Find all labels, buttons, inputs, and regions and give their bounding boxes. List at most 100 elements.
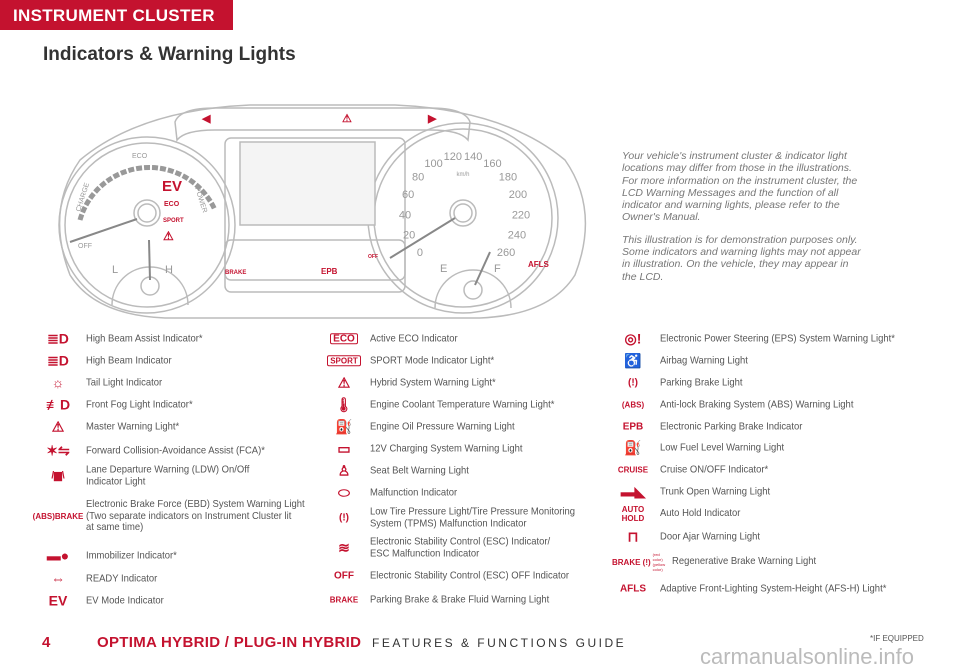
sport-indicator: SPORT — [163, 218, 184, 224]
icon-glyph: ▬◣ — [620, 483, 646, 500]
if-equipped-note: *IF EQUIPPED — [870, 634, 924, 643]
legend-item: ⚠Master Warning Light* — [36, 420, 190, 434]
legend-item: ▬◣ Trunk Open Warning Light — [612, 483, 782, 500]
speed-tick-label: 20 — [403, 229, 415, 241]
legend-label: Lane Departure Warning (LDW) On/Off Indi… — [86, 463, 250, 487]
speed-unit: km/h — [456, 172, 469, 178]
icon-glyph: ♿ — [624, 352, 642, 369]
legend-item: SPORT SPORT Mode Indicator Light* — [326, 355, 508, 367]
legend-item: ▬●Immobilizer Indicator* — [36, 549, 187, 563]
icon-color-note: (red color) — [652, 552, 663, 562]
tpms-icon: (!) — [326, 513, 362, 523]
icon-glyph: ☼ — [51, 374, 65, 391]
legend-item: ≋Electronic Stability Control (ESC) Indi… — [326, 536, 570, 560]
legend-item: ⚠ Hybrid System Warning Light* — [326, 376, 510, 390]
ebd-icon: (ABS)BRAKE — [33, 512, 84, 521]
speed-tick-label: 180 — [499, 171, 517, 183]
legend-item: ⊓ Door Ajar Warning Light — [612, 530, 771, 544]
eco-label: ECO — [132, 153, 148, 160]
legend-item: ⛽Engine Oil Pressure Warning Light — [326, 420, 531, 434]
legend-label: Front Fog Light Indicator* — [86, 398, 193, 411]
engine-icon: ⬭ — [326, 486, 362, 500]
icon-glyph: SPORT — [327, 355, 361, 367]
icon-glyph: EV — [48, 592, 68, 609]
afls-icon: AFLS — [612, 583, 654, 595]
esc-icon: ≋ — [326, 541, 362, 555]
icon-glyph: ✶⇋ — [46, 442, 70, 459]
fuel-empty-label: E — [440, 263, 447, 275]
auto-hold-icon: AUTO HOLD — [612, 505, 654, 523]
legend-item: ◎! Electronic Power Steering (EPS) System… — [612, 330, 921, 347]
icon-glyph: ECO — [330, 333, 358, 345]
instrument-cluster-illustration: ECO CHARGE POWER OFF L H km/h E F 020406… — [58, 104, 587, 319]
legend-label: Electronic Power Steering (EPS) System W… — [660, 332, 895, 345]
icon-glyph: ≢D — [45, 396, 71, 413]
legend-label: Parking Brake Light — [660, 376, 743, 389]
legend-item: (!) Low Tire Pressure Light/Tire Pressure… — [326, 505, 598, 530]
hybrid-warning-icon: ⚠ — [326, 376, 362, 390]
brake-indicator: BRAKE — [225, 270, 246, 276]
icon-glyph: EPB — [622, 421, 644, 433]
legend-item: ⬭ Malfunction Indicator — [326, 486, 467, 500]
legend-label: Electronic Parking Brake Indicator — [660, 420, 803, 433]
guide-title: FEATURES & FUNCTIONS GUIDE — [372, 636, 627, 650]
speed-tick-label: 200 — [509, 189, 527, 201]
section-tab: INSTRUMENT CLUSTER — [0, 0, 233, 30]
high-beam-icon: ≣D — [36, 352, 80, 369]
icon-glyph: ▭ — [337, 440, 351, 457]
high-beam-assist-icon: ≣D — [36, 332, 80, 346]
legend-label: Engine Oil Pressure Warning Light — [370, 420, 515, 433]
speed-tick-label: 60 — [402, 189, 414, 201]
power-label: POWER — [193, 186, 208, 213]
legend-item: ⛽Low Fuel Level Warning Light — [612, 441, 798, 455]
coolant-temp-icon: 🌡 — [326, 398, 362, 412]
legend-item: ≢D Front Fog Light Indicator* — [36, 396, 204, 413]
icon-glyph: BRAKE (!) — [612, 557, 651, 567]
icon-glyph: ≣D — [47, 352, 69, 369]
legend-label: Malfunction Indicator — [370, 486, 458, 499]
hybrid-warning-icon: ⚠ — [163, 229, 174, 243]
legend-label: Low Tire Pressure Light/Tire Pressure Mo… — [370, 505, 576, 529]
tail-light-icon: ☼ — [36, 374, 80, 391]
turn-right-icon: ▶ — [427, 113, 437, 125]
ldw-icon: /▆\ — [36, 471, 80, 481]
legend-item: EPB Electronic Parking Brake Indicator — [612, 421, 818, 433]
icon-glyph: (ABS)BRAKE — [32, 511, 84, 521]
legend-label: Trunk Open Warning Light — [660, 485, 771, 498]
legend-label: Engine Coolant Temperature Warning Light… — [370, 398, 555, 411]
seat-belt-icon: ♙ — [326, 462, 362, 479]
speed-tick-label: 120 — [444, 151, 462, 163]
icon-glyph: ♙ — [337, 462, 351, 479]
off-label: OFF — [78, 243, 92, 250]
note-1: Your vehicle's instrument cluster & indi… — [622, 150, 858, 224]
icon-glyph: (!) — [628, 377, 638, 389]
speed-tick-label: 80 — [412, 171, 424, 183]
icon-glyph: ◎! — [624, 330, 642, 347]
legend-item: AUTO HOLD Auto Hold Indicator — [612, 505, 749, 523]
legend-item: (!) Parking Brake Light — [612, 377, 752, 389]
master-warning-icon: ⚠ — [342, 113, 352, 125]
immobilizer-icon: ▬● — [36, 549, 80, 563]
esc-off-icon: OFF — [326, 571, 362, 581]
page-title: Indicators & Warning Lights — [43, 44, 296, 65]
speed-tick-label: 240 — [508, 229, 526, 241]
legend-label: SPORT Mode Indicator Light* — [370, 354, 495, 367]
legend-label: Door Ajar Warning Light — [660, 530, 760, 543]
legend-item: (ABS)Anti-lock Braking System (ABS) Warn… — [612, 399, 875, 411]
icon-glyph: BRAKE — [329, 595, 359, 605]
master-warning-icon: ⚠ — [36, 420, 80, 434]
speed-tick-label: 220 — [512, 209, 530, 221]
trunk-open-icon: ▬◣ — [612, 483, 654, 500]
door-ajar-icon: ⊓ — [612, 530, 654, 544]
legend-label: EV Mode Indicator — [86, 594, 164, 607]
high-label: H — [165, 264, 173, 276]
cruise-icon: CRUISE — [612, 466, 654, 475]
ev-mode-icon: EV — [36, 592, 80, 609]
legend-label: READY Indicator — [86, 572, 158, 585]
legend-label: Hybrid System Warning Light* — [370, 376, 496, 389]
legend-label: Auto Hold Indicator — [660, 507, 741, 520]
speed-tick-label: 160 — [483, 158, 501, 170]
icon-glyph: AFLS — [619, 583, 647, 595]
